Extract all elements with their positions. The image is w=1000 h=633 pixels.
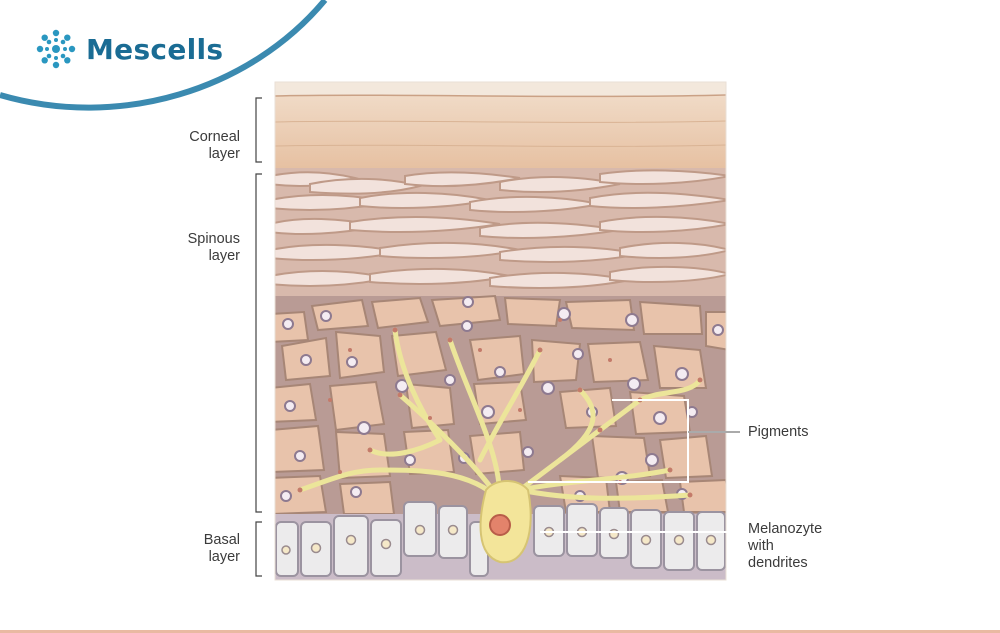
spinous-cells bbox=[275, 294, 726, 515]
melanocyte-nucleus bbox=[489, 514, 511, 536]
cells-icon bbox=[36, 29, 76, 69]
label-melanocyte: Melanozyte with dendrites bbox=[748, 521, 823, 571]
label-pigments: Pigments bbox=[748, 424, 809, 440]
spinous-flat-cells bbox=[275, 169, 726, 289]
melanocyte-dendrites bbox=[297, 327, 703, 503]
bottom-rule bbox=[0, 630, 1000, 633]
brand-logo: Mescells bbox=[34, 27, 223, 71]
basal-nuclei bbox=[281, 524, 717, 555]
layer-brackets bbox=[255, 97, 262, 577]
brand-name: Mescells bbox=[86, 32, 224, 66]
